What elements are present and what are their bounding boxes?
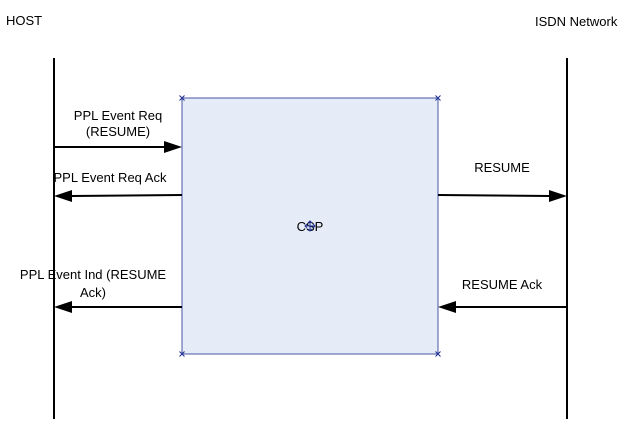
ppl-event-req-ack-arrow-line bbox=[71, 194, 183, 197]
ppl-event-req-label-line2: (RESUME) bbox=[86, 124, 150, 139]
resume-arrow-line bbox=[437, 194, 551, 197]
selection-handle bbox=[179, 351, 185, 357]
ppl-event-req-ack-arrowhead bbox=[54, 190, 72, 202]
message-ppl-event-ind: PPL Event Ind (RESUME Ack) bbox=[20, 267, 182, 313]
selection-handle bbox=[435, 351, 441, 357]
resume-ack-arrowhead bbox=[438, 301, 456, 313]
ppl-event-req-label-line1: PPL Event Req bbox=[74, 108, 162, 123]
resume-arrowhead bbox=[549, 190, 567, 202]
ppl-event-req-arrowhead bbox=[164, 141, 182, 153]
isdn-network-label: ISDN Network bbox=[535, 14, 618, 29]
resume-label: RESUME bbox=[474, 160, 530, 175]
host-label: HOST bbox=[6, 13, 42, 28]
ppl-event-ind-arrowhead bbox=[54, 301, 72, 313]
selection-handle bbox=[435, 95, 441, 101]
csp-box: CSP bbox=[179, 95, 441, 357]
resume-ack-label: RESUME Ack bbox=[462, 277, 543, 292]
message-resume-ack: RESUME Ack bbox=[438, 277, 567, 313]
ppl-event-req-ack-label: PPL Event Req Ack bbox=[54, 170, 167, 185]
selection-handle bbox=[179, 95, 185, 101]
move-cursor-icon bbox=[304, 220, 316, 232]
message-ppl-event-req-ack: PPL Event Req Ack bbox=[54, 170, 183, 202]
message-resume: RESUME bbox=[437, 160, 567, 202]
ppl-event-ind-label-line2: Ack) bbox=[80, 285, 106, 300]
ppl-event-ind-label-line1: PPL Event Ind (RESUME bbox=[20, 267, 167, 282]
message-ppl-event-req: PPL Event Req (RESUME) bbox=[54, 108, 182, 153]
